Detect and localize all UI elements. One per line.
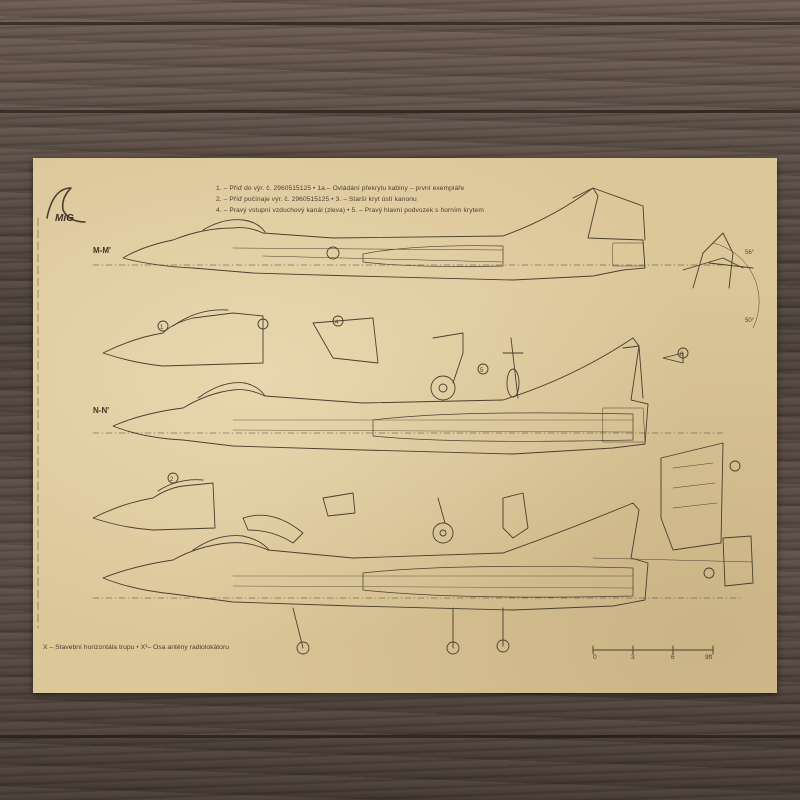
svg-text:5: 5 [480,368,484,374]
svg-text:8: 8 [680,352,684,358]
view-label-n: N-N' [93,406,110,415]
blueprint-drawing: MiG 1 4 [37,187,760,655]
angle-label-2: 50° [745,318,755,324]
angle-label-1: 56° [745,250,755,256]
legend-line-3: 4. – Pravý vstupní vzduchový kanál (zlev… [216,207,484,214]
svg-text:2: 2 [170,477,174,483]
view-label-m: M-M' [93,246,111,255]
scale-label: 9ft [705,654,713,661]
footnote: X – Stavební horizontála trupu • X¹– Osa… [43,644,230,651]
svg-text:4: 4 [335,320,339,326]
legend-line-2: 2. – Příď počínaje výr. č. 2960515125 • … [216,196,417,203]
blueprint-poster: MiG 1 4 [33,158,777,693]
scale-bar [592,645,714,655]
fin-detail [660,442,754,587]
aircraft-middle-view [112,337,649,455]
board-seam [0,110,800,113]
board-seam [0,22,800,25]
mig-logo: MiG [46,187,86,224]
scale-label: 3 [631,654,635,661]
scale-label: 0 [593,654,597,661]
svg-text:1: 1 [160,325,164,331]
scale-label: 6 [671,654,675,661]
nose-detail-1: 1 4 [102,309,379,367]
aircraft-bottom-view [102,502,754,655]
legend-line-1: 1. – Příď do výr. č. 2960515125 • 1a.– O… [216,185,465,192]
logo-text: MiG [55,213,74,224]
aircraft-top-view [122,187,760,329]
landing-gear-detail: 5 8 [430,332,689,401]
board-seam [0,735,800,738]
nose-detail-2: 2 [92,472,529,544]
